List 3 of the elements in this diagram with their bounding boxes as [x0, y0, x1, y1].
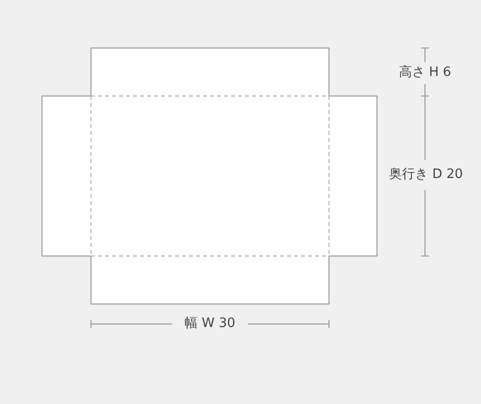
dimension-label: 高さ H 6 [398, 65, 452, 81]
dimension-label: 奥行き D 20 [389, 167, 463, 183]
dimension-label: 幅 W 30 [184, 316, 236, 332]
